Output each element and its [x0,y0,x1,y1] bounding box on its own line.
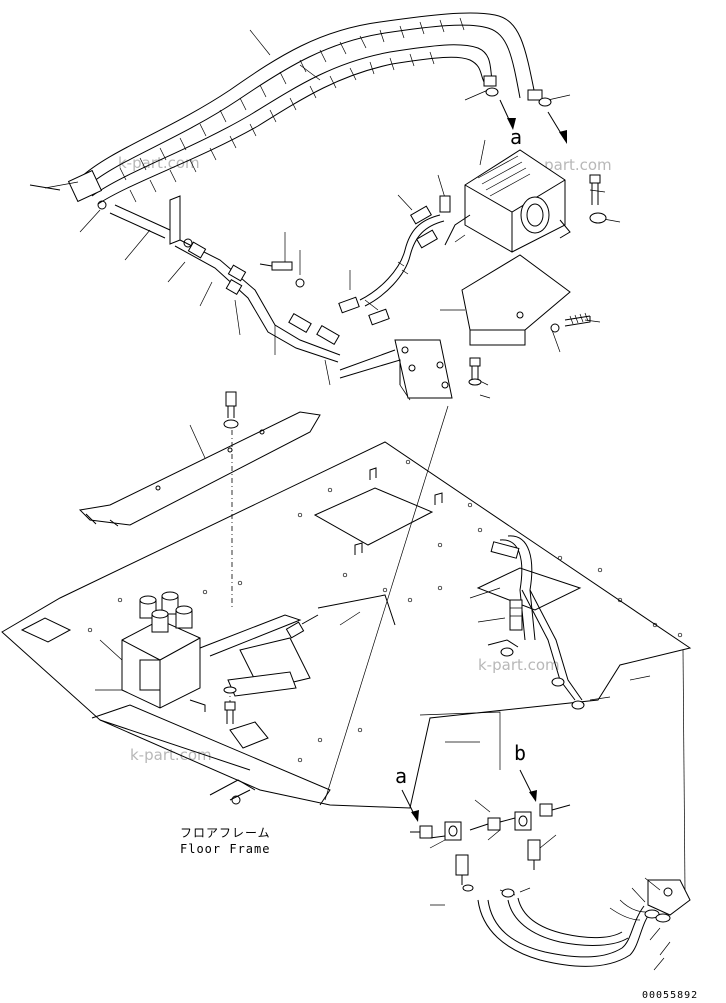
control-valve [121,591,302,712]
harness-cable [338,195,451,326]
watermark-2: k-part.com [530,156,612,174]
watermarks: k-part.com k-part.com k-part.com k-part.… [118,154,612,764]
floor-frame [1,441,692,809]
caption-japanese: フロアフレーム [180,826,271,840]
bolts-right [485,87,607,224]
lower-detail: a b [395,741,691,971]
view-arrows-top: a [499,99,567,149]
callout-lines-top [44,29,621,401]
view-label-a-bottom: a [395,764,407,788]
leader-lines [324,405,686,891]
view-label-b-bottom: b [514,741,526,765]
watermark-1: k-part.com [118,154,200,172]
floor-small-parts [95,611,361,724]
watermark-3: k-part.com [478,656,560,674]
watermark-4: k-part.com [130,746,212,764]
caption-english: Floor Frame [180,842,270,856]
heater-unit [444,149,571,253]
view-label-a-top: a [510,125,522,149]
floor-pipe-right [469,535,651,710]
center-bracket [339,339,482,399]
tube-assembly-upper [97,195,341,363]
caption: フロアフレーム Floor Frame [180,826,271,856]
upper-hose-harness [29,12,543,205]
mounting-plate [461,254,591,346]
floor-bar-bracket [78,391,321,527]
document-number: 00055892 [642,990,698,1001]
